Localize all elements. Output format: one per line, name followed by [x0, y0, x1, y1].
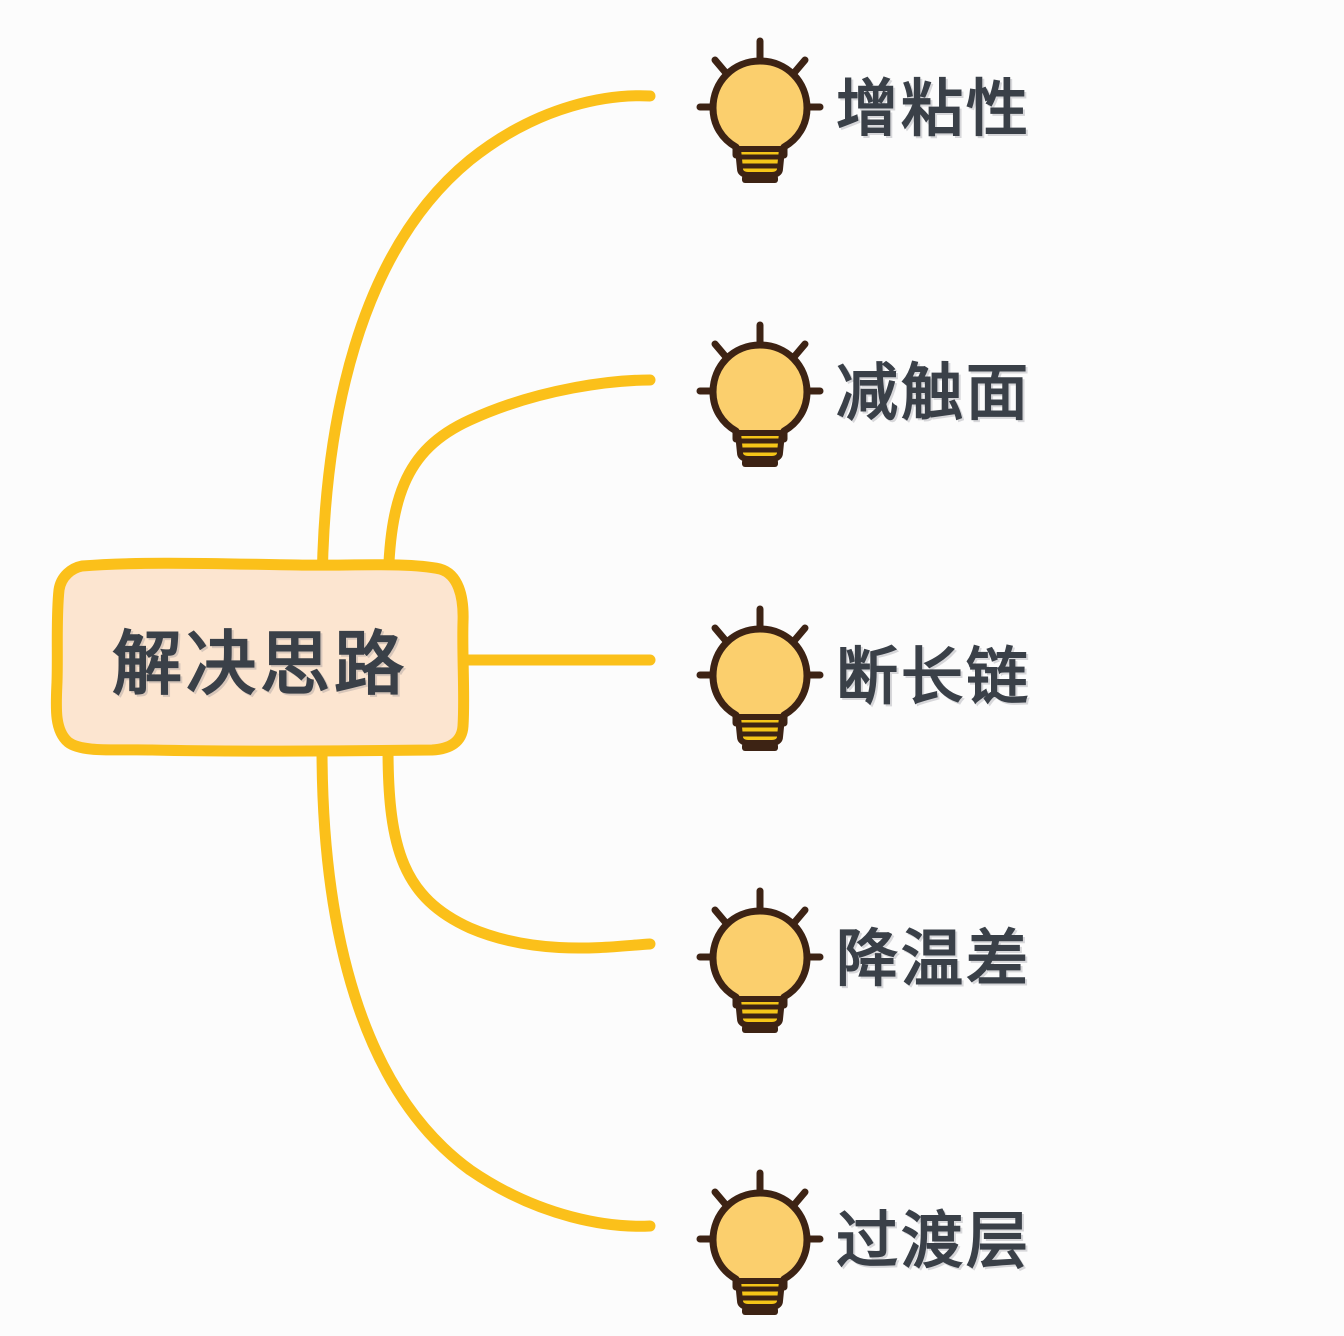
lightbulb-icon [696, 605, 824, 751]
central-node-shape [50, 557, 470, 757]
connector-branch-3 [382, 742, 656, 954]
branch-label-2: 断长链 [836, 643, 1032, 712]
branch-label-0: 增粘性 [836, 75, 1032, 144]
lightbulb-icon [696, 887, 824, 1033]
lightbulb-icon [696, 321, 824, 467]
branch-label-4: 过渡层 [836, 1207, 1032, 1276]
branch-node-3[interactable]: 降温差 [694, 880, 1031, 1040]
branch-node-1[interactable]: 减触面 [694, 314, 1031, 474]
branch-node-0[interactable]: 增粘性 [694, 30, 1031, 190]
branch-node-4[interactable]: 过渡层 [694, 1162, 1031, 1322]
lightbulb-icon [696, 37, 824, 183]
branch-label-1: 减触面 [836, 359, 1032, 428]
connector-branch-0 [316, 90, 656, 606]
connector-branch-4 [316, 742, 656, 1232]
branch-label-3: 降温差 [836, 925, 1032, 994]
central-node[interactable]: 解决思路 [48, 556, 472, 760]
lightbulb-icon [696, 1169, 824, 1315]
branch-node-2[interactable]: 断长链 [694, 598, 1031, 758]
central-node-label: 解决思路 [112, 624, 408, 703]
